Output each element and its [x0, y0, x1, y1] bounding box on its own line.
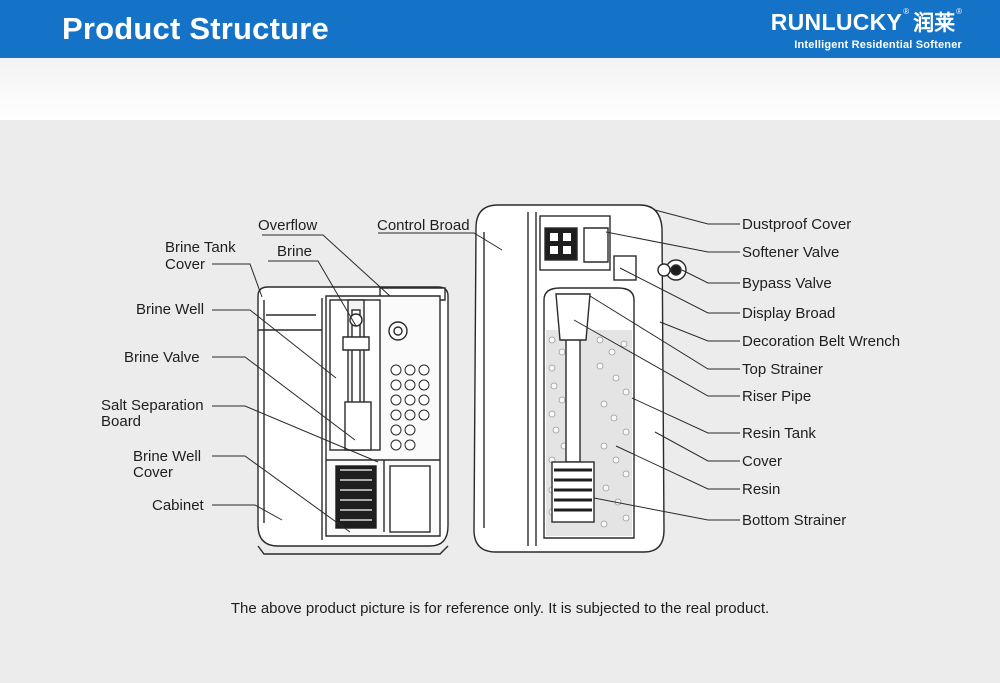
label-display-broad: Display Broad — [742, 305, 836, 322]
brand-name: RUNLUCKY — [770, 9, 903, 35]
brine-cabinet — [257, 286, 449, 555]
brand-reg-mark: ® — [903, 7, 910, 16]
header-banner: Product Structure RUNLUCKY®润莱® Intellige… — [0, 0, 1000, 58]
label-riser-pipe: Riser Pipe — [742, 388, 812, 405]
label-brine-well-cover-line1: Brine Well — [133, 448, 202, 465]
brand-logo: RUNLUCKY®润莱® Intelligent Residential Sof… — [771, 7, 962, 51]
label-bypass-valve: Bypass Valve — [742, 275, 832, 292]
label-dustproof-cover: Dustproof Cover — [742, 216, 852, 233]
page-title: Product Structure — [62, 11, 329, 46]
label-brine-tank-cover-line1: Brine Tank — [165, 239, 236, 256]
label-bottom-strainer: Bottom Strainer — [742, 512, 847, 529]
label-overflow: Overflow — [258, 217, 318, 234]
label-top-strainer: Top Strainer — [742, 361, 823, 378]
brand-chinese-name: 润莱 — [913, 11, 956, 35]
label-resin: Resin — [742, 481, 781, 498]
brine-well-holes — [390, 364, 430, 451]
disclaimer-note: The above product picture is for referen… — [230, 600, 770, 617]
label-brine-valve: Brine Valve — [124, 349, 200, 366]
label-brine: Brine — [277, 243, 313, 260]
label-softener-valve: Softener Valve — [742, 244, 840, 261]
brand-tagline: Intelligent Residential Softener — [794, 39, 962, 51]
leader-lines — [212, 209, 740, 533]
riser-pipe — [551, 293, 595, 523]
label-brine-tank-cover-line2: Cover — [165, 256, 206, 273]
label-resin-tank: Resin Tank — [742, 425, 816, 442]
label-salt-separation-board-line1: Salt Separation — [101, 397, 204, 414]
label-brine-well: Brine Well — [136, 301, 205, 318]
label-control-broad: Control Broad — [377, 217, 470, 234]
label-brine-well-cover-line2: Cover — [133, 464, 174, 481]
label-salt-separation-board-line2: Board — [101, 413, 142, 430]
label-cabinet: Cabinet — [152, 497, 204, 514]
brand-reg-mark-2: ® — [956, 7, 962, 16]
label-decoration-belt-wrench: Decoration Belt Wrench — [742, 333, 901, 350]
label-cover: Cover — [742, 453, 783, 470]
header-shadow — [0, 58, 1000, 120]
